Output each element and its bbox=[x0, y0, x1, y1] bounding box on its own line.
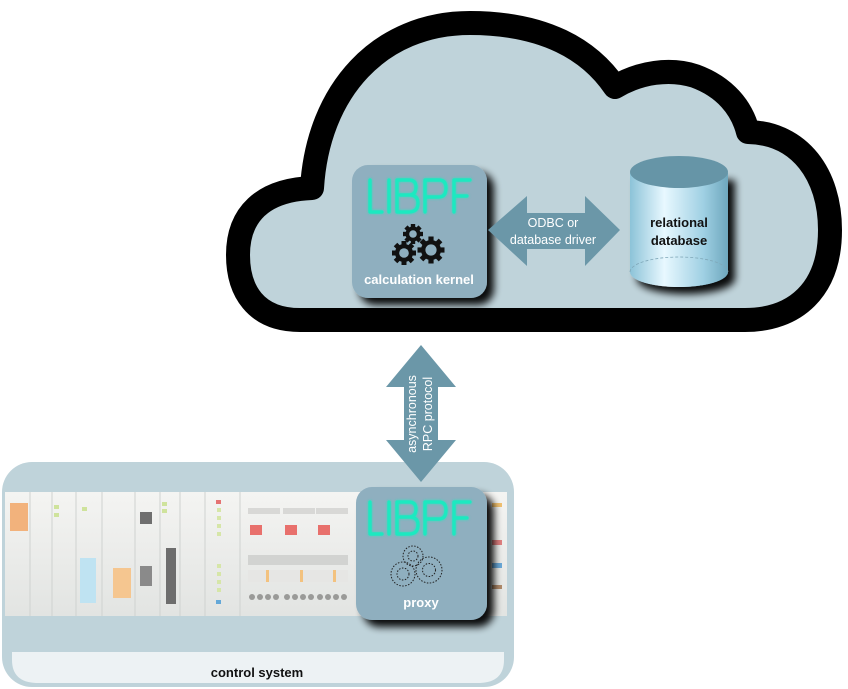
odbc-label-line1: ODBC or bbox=[528, 216, 579, 230]
cloud bbox=[226, 11, 842, 332]
libpf-logo-kernel bbox=[368, 178, 472, 214]
database-label-line1: relational bbox=[650, 215, 708, 230]
rpc-label-line1: asynchronous bbox=[405, 375, 419, 453]
proxy-label: proxy bbox=[403, 595, 439, 610]
odbc-double-arrow bbox=[488, 196, 620, 266]
database-label-line2: database bbox=[651, 233, 707, 248]
dotted-gears-icon bbox=[390, 545, 443, 587]
gears-icon bbox=[392, 224, 445, 265]
database-cylinder-icon bbox=[629, 156, 729, 287]
odbc-label-line2: database driver bbox=[510, 233, 596, 247]
kernel-label: calculation kernel bbox=[364, 272, 474, 287]
libpf-logo-proxy bbox=[368, 500, 472, 536]
rpc-label-line2: RPC protocol bbox=[421, 377, 435, 451]
cloud-shape bbox=[226, 11, 842, 332]
control-system-label: control system bbox=[211, 665, 303, 680]
rpc-double-arrow bbox=[386, 345, 456, 482]
